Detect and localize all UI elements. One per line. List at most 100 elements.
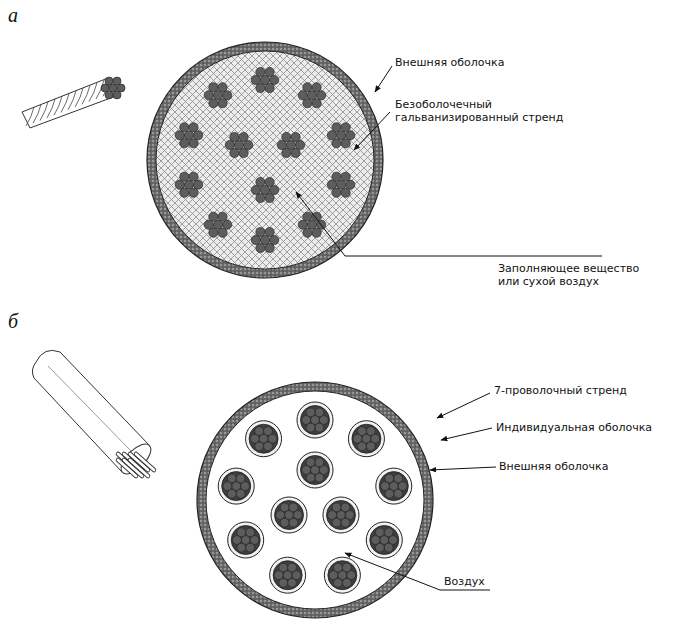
wire	[306, 458, 315, 467]
wire	[288, 578, 297, 587]
wire	[246, 543, 255, 552]
individual-sheath	[366, 522, 402, 558]
wire	[341, 503, 350, 512]
wire	[341, 172, 350, 181]
wire	[291, 148, 300, 157]
wire	[384, 543, 393, 552]
part-label: Индивидуальная оболочка	[496, 421, 652, 434]
wire	[246, 528, 255, 537]
leader-strand-a	[354, 112, 390, 150]
wire	[264, 427, 273, 436]
wire	[342, 578, 351, 587]
wire	[237, 528, 246, 537]
wire	[315, 423, 324, 432]
leader-outer-sheath-a	[375, 66, 392, 92]
wire	[265, 83, 274, 92]
individual-sheath	[376, 468, 412, 504]
wire	[256, 177, 265, 186]
wire	[303, 212, 312, 221]
leader-air	[345, 553, 490, 590]
wire	[384, 528, 393, 537]
wire	[341, 518, 350, 527]
leader-individual-sheath	[441, 428, 492, 440]
wire	[394, 474, 403, 483]
individual-sheath	[323, 497, 359, 533]
wire	[265, 227, 274, 236]
cable-b	[197, 382, 433, 618]
wire	[315, 473, 324, 482]
part-label: Воздух	[444, 575, 485, 588]
wire	[265, 193, 274, 202]
wire	[180, 123, 189, 132]
panel-letter: б	[8, 310, 18, 332]
wire	[189, 139, 198, 148]
wire	[209, 212, 218, 221]
wire	[334, 563, 343, 572]
wire	[255, 427, 264, 436]
wire	[180, 172, 189, 181]
sheathed-strand-view	[32, 350, 155, 478]
wire	[189, 172, 198, 181]
individual-sheath	[348, 421, 384, 457]
wire	[236, 474, 245, 483]
wire	[256, 227, 265, 236]
wire	[189, 188, 198, 197]
part-label: Безоболочечный гальванизированный стренд	[395, 98, 565, 124]
wire	[265, 243, 274, 252]
wire	[289, 503, 298, 512]
wire	[218, 212, 227, 221]
wire	[227, 474, 236, 483]
wire	[312, 228, 321, 237]
wire	[358, 427, 367, 436]
individual-sheath	[246, 421, 282, 457]
wire	[218, 99, 227, 108]
individual-sheath	[297, 402, 333, 438]
wire	[394, 489, 403, 498]
wire	[366, 442, 375, 451]
panel-letter: а	[8, 4, 18, 26]
bare-strand-view	[22, 77, 125, 128]
wire	[332, 172, 341, 181]
individual-sheath	[218, 468, 254, 504]
leader-outer-sheath-b	[430, 467, 496, 470]
leader-7-wire	[437, 393, 490, 418]
wire	[282, 132, 291, 141]
wire	[209, 83, 218, 92]
wire	[342, 563, 351, 572]
wire	[303, 83, 312, 92]
wire	[218, 83, 227, 92]
part-label: Заполняющее вещество или сухой воздух	[498, 262, 648, 288]
wire	[315, 458, 324, 467]
wire	[113, 91, 121, 99]
wire	[366, 427, 375, 436]
wire	[264, 442, 273, 451]
cable-a	[147, 42, 383, 278]
wire	[341, 188, 350, 197]
outer-sheath	[147, 42, 383, 278]
wire	[289, 518, 298, 527]
wire	[315, 408, 324, 417]
outer-sheath	[197, 382, 433, 618]
wire	[265, 177, 274, 186]
leader-filler	[296, 192, 602, 256]
wire	[105, 77, 113, 85]
wire	[239, 132, 248, 141]
wire	[312, 212, 321, 221]
wire	[279, 563, 288, 572]
wire	[256, 67, 265, 76]
wire	[341, 123, 350, 132]
wire	[239, 148, 248, 157]
individual-sheath	[228, 522, 264, 558]
wire	[189, 123, 198, 132]
wire	[265, 67, 274, 76]
wire	[385, 474, 394, 483]
filler	[156, 51, 374, 269]
individual-sheath	[324, 557, 360, 593]
individual-sheath	[271, 497, 307, 533]
part-label: Внешняя оболочка	[499, 460, 608, 473]
wire	[312, 83, 321, 92]
wire	[306, 408, 315, 417]
individual-sheath	[270, 557, 306, 593]
